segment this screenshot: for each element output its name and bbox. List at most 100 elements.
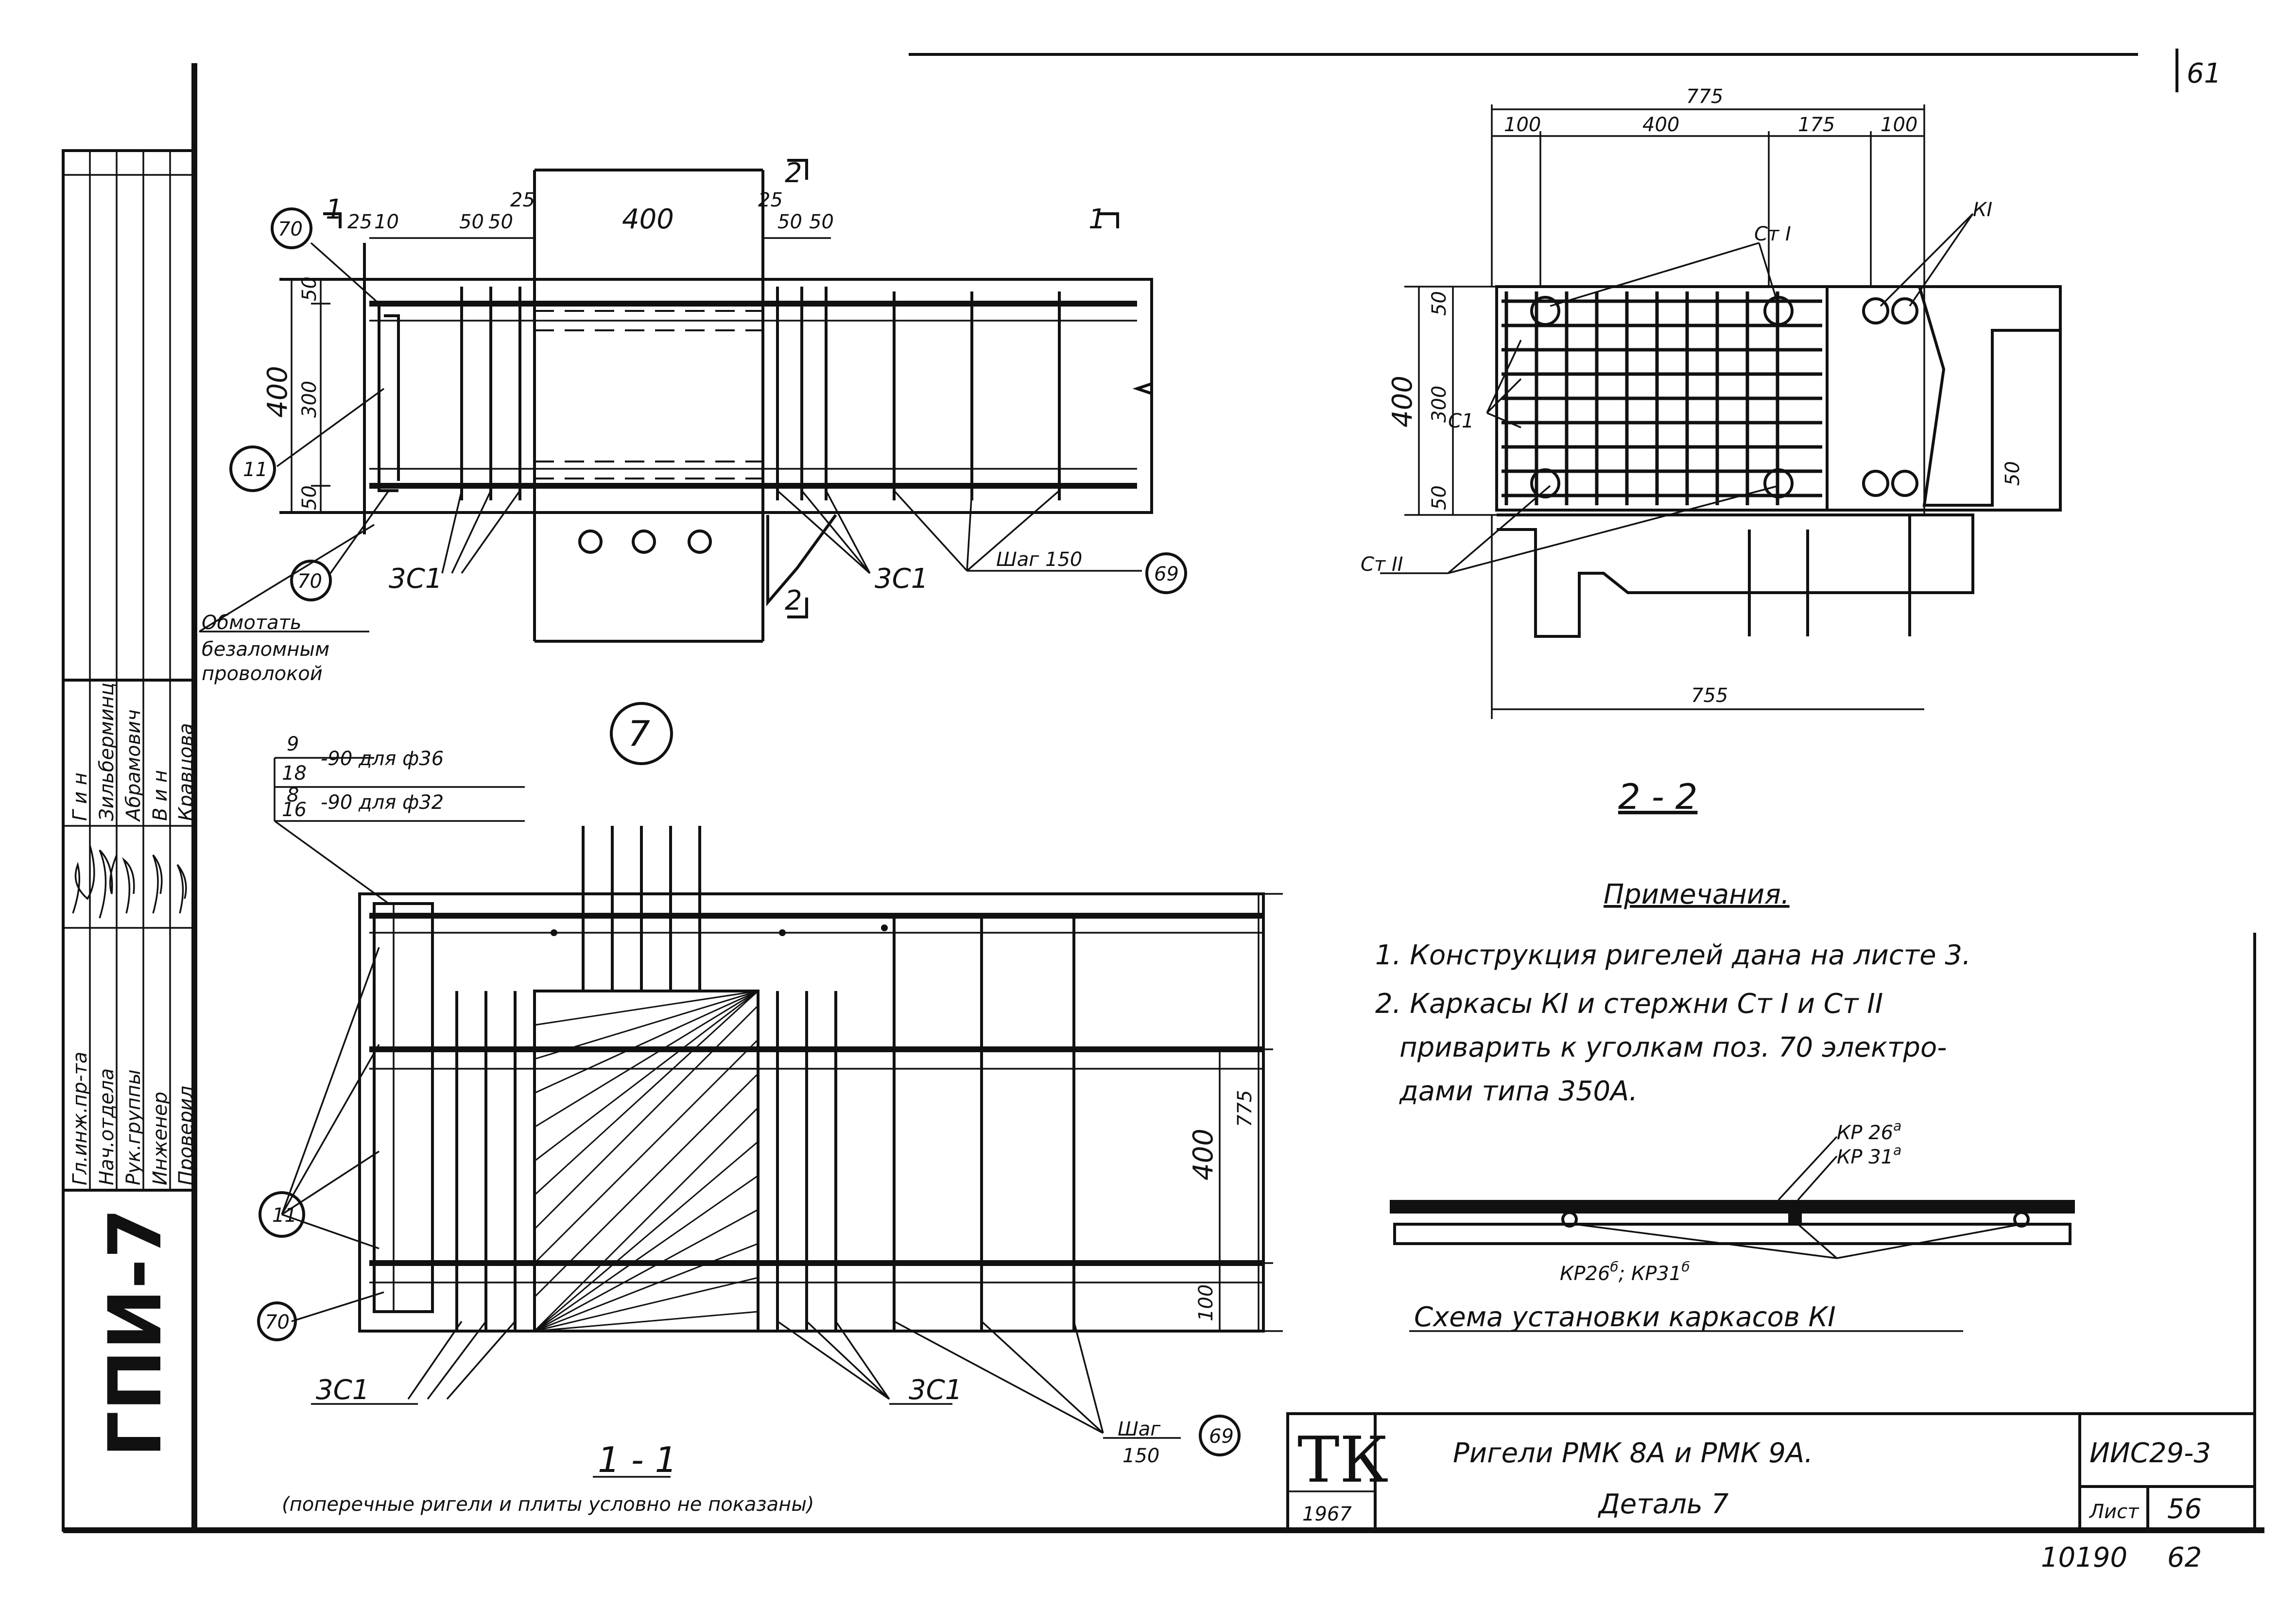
dim-label: 50 — [459, 211, 484, 233]
rebar-line — [534, 1311, 759, 1332]
stamp-name: В и н — [149, 770, 172, 821]
bar-mark: КI — [1973, 199, 1992, 221]
dim-label: 400 — [1188, 1128, 1219, 1180]
callout-number: 70 — [297, 570, 322, 593]
dim-label: 100 — [1195, 1284, 1217, 1321]
title-block — [1286, 1412, 2256, 1532]
bar-note-text: -90 для ф32 — [321, 791, 444, 814]
dim-label: 400 — [262, 366, 293, 418]
stamp-roles: Гл.инж.пр-та Нач.отдела Рук.группы Инжен… — [69, 1052, 197, 1185]
stamp-names: Г и н Зильберминц Абрамович В и н Кравцо… — [69, 683, 197, 822]
dim-label: 100 — [1504, 114, 1541, 136]
note-line: приварить к уголкам поз. 70 электро- — [1399, 1032, 1947, 1063]
stamp-signatures — [72, 845, 187, 919]
notes-heading: Примечания. — [1604, 879, 1790, 910]
rebar-line — [534, 1005, 759, 1230]
section-1-1-labels: 9 18 -90 для ф36 8 16 -90 для ф32 400 77… — [265, 733, 1256, 1516]
callout-number: 69 — [1154, 563, 1179, 585]
doc-code: ИИС29-3 — [2089, 1437, 2211, 1469]
archive-page: 62 — [2167, 1542, 2202, 1573]
dim-label: 755 — [1691, 684, 1728, 707]
bar-mark: С1 — [1448, 410, 1474, 432]
section-mark: 2 — [785, 585, 802, 616]
note-line: 2. Каркасы КI и стержни Ст I и Ст II — [1375, 988, 1883, 1020]
archive-number: 10190 — [2041, 1542, 2127, 1573]
rebar-line — [534, 1107, 759, 1332]
stamp-name: Г и н — [69, 772, 91, 821]
callout-number: 69 — [1209, 1425, 1234, 1448]
section-mark: 1 — [1088, 204, 1106, 235]
stamp-role: Гл.инж.пр-та — [69, 1052, 91, 1185]
bar-note-denominator: 16 — [282, 799, 307, 821]
rebar-line — [534, 1175, 759, 1332]
bar-note-text: -90 для ф36 — [321, 748, 444, 770]
dim-label: 50 — [488, 211, 513, 233]
rebar-line — [534, 990, 759, 1196]
dim-label: 25 — [758, 189, 783, 211]
dim-label: 50 — [809, 211, 834, 233]
dim-label: 400 — [1387, 376, 1418, 427]
bar-mark: Ст II — [1361, 553, 1403, 576]
dim-label: 100 — [1881, 114, 1917, 136]
bar-mark: 3С1 — [316, 1374, 369, 1406]
step-label: Шаг 150 — [996, 548, 1082, 571]
dim-label: 25 — [347, 211, 372, 233]
notes: Примечания. 1. Конструкция ригелей дана … — [1375, 879, 1971, 1107]
rebar-line — [534, 1209, 759, 1332]
rebar-line — [534, 1141, 759, 1332]
sheet-number: 56 — [2167, 1493, 2202, 1525]
dim-label: 300 — [1428, 386, 1450, 423]
dim-label: 25 — [510, 189, 535, 211]
rebar-line — [534, 1039, 759, 1264]
bar-mark: 3С1 — [909, 1374, 962, 1406]
year: 1967 — [1302, 1503, 1352, 1525]
stamp-role: Инженер — [149, 1092, 172, 1185]
bar-note-denominator: 18 — [282, 762, 307, 785]
wrap-note: безаломным — [202, 638, 329, 661]
step-label: Шаг — [1118, 1418, 1161, 1440]
bar-mark: 3С1 — [875, 563, 928, 595]
rebar-line — [534, 1073, 759, 1298]
rebar-line — [534, 990, 759, 1026]
rebar-line — [534, 990, 759, 1128]
dim-label: 300 — [298, 381, 321, 418]
wrap-note: Обмотать — [202, 612, 302, 634]
bar-note-numerator: 9 — [287, 733, 299, 755]
stamp-name: Зильберминц — [96, 683, 118, 821]
stamp-role: Нач.отдела — [96, 1068, 118, 1185]
wrap-note: проволокой — [202, 663, 323, 685]
sheet-subtitle: Деталь 7 — [1597, 1488, 1729, 1520]
callout-number: 11 — [243, 459, 268, 481]
stamp-strip — [62, 149, 196, 1532]
series-code: ГПИ-7 — [93, 1208, 178, 1457]
dim-label: 50 — [1428, 485, 1450, 510]
plan-view — [199, 159, 1187, 765]
dim-label: 50 — [2002, 461, 2024, 486]
scheme-labels: КР 26а КР 31а КР26б; КР31б Схема установ… — [1414, 1118, 1901, 1333]
scheme-title: Схема установки каркасов КI — [1414, 1301, 1836, 1333]
section-mark: 1 — [326, 194, 343, 225]
step-value: 150 — [1122, 1445, 1159, 1467]
section-mark: 2 — [785, 157, 802, 189]
note-line: 1. Конструкция ригелей дана на листе 3. — [1375, 940, 1971, 971]
rebar-line — [534, 1277, 759, 1332]
section-subtitle: (поперечные ригели и плиты условно не по… — [282, 1493, 814, 1516]
bar-mark: 3С1 — [389, 563, 442, 595]
stamp-role: Проверил — [175, 1086, 197, 1185]
dim-label: 400 — [1642, 114, 1679, 136]
detail-number: 7 — [628, 713, 650, 754]
bar-mark: Ст I — [1754, 223, 1791, 245]
sheet-title: Ригели РМК 8А и РМК 9А. — [1453, 1437, 1813, 1469]
section-title: 1 - 1 — [598, 1439, 677, 1480]
sheet-label: Лист — [2089, 1501, 2140, 1523]
dim-label: 400 — [622, 204, 674, 235]
dim-label: 175 — [1798, 114, 1835, 136]
stamp-role: Рук.группы — [122, 1069, 145, 1185]
section-title: 2 - 2 — [1618, 776, 1697, 817]
section-2-2-labels: 775 100 400 175 100 50 300 50 400 755 50… — [1361, 85, 2024, 817]
section-1-1 — [257, 757, 1283, 1478]
plan-view-labels: 25 10 50 50 25 400 25 50 50 50 300 50 40… — [202, 157, 1179, 754]
dim-label: 775 — [1686, 85, 1723, 108]
scheme-beam — [1390, 1200, 2075, 1214]
